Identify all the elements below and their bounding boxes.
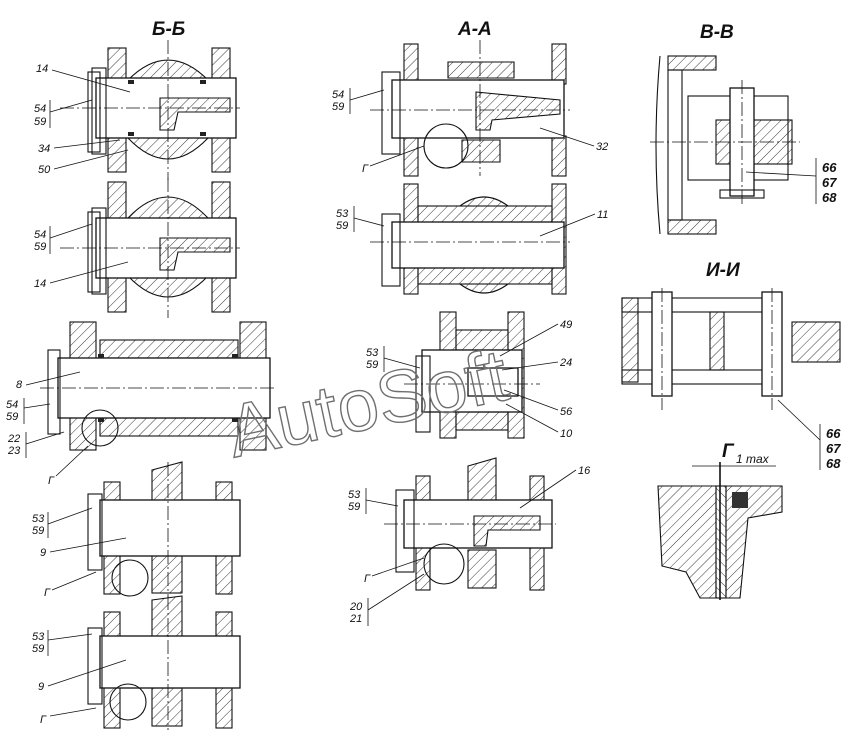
svg-text:9: 9 <box>40 547 46 559</box>
svg-text:54: 54 <box>332 89 344 101</box>
housing-top-right <box>211 181 231 221</box>
svg-text:59: 59 <box>34 116 46 128</box>
view-mid-3 <box>404 311 540 439</box>
svg-text:Г: Г <box>44 587 51 599</box>
svg-text:14: 14 <box>34 278 46 290</box>
svg-text:10: 10 <box>560 428 573 440</box>
svg-text:67: 67 <box>826 441 841 456</box>
view-mid-4 <box>384 457 556 591</box>
svg-text:Г: Г <box>362 163 369 175</box>
svg-text:8: 8 <box>16 379 23 391</box>
boss-bottom <box>126 137 210 160</box>
svg-text:24: 24 <box>559 357 572 369</box>
view-left-3 <box>40 321 276 451</box>
svg-text:32: 32 <box>596 141 608 153</box>
svg-text:66: 66 <box>826 426 841 441</box>
view-aa-1 <box>370 40 570 177</box>
svg-text:11: 11 <box>597 209 608 221</box>
svg-text:20: 20 <box>349 601 363 613</box>
svg-text:53: 53 <box>32 513 45 525</box>
callouts-bb-2: 54 59 14 <box>34 223 129 290</box>
svg-text:68: 68 <box>822 190 837 205</box>
view-left-5 <box>87 595 241 730</box>
svg-text:59: 59 <box>336 220 348 232</box>
svg-text:53: 53 <box>366 347 379 359</box>
svg-text:34: 34 <box>38 143 50 155</box>
view-left-4 <box>87 461 241 598</box>
callouts-mid-3: 53 59 49 24 56 10 <box>366 319 573 440</box>
callouts-left-3: 8 54 59 22 23 Г <box>6 371 89 487</box>
callouts-left-4: 53 59 9 Г <box>32 507 127 599</box>
view-aa-2 <box>370 183 570 295</box>
svg-text:68: 68 <box>826 456 841 471</box>
svg-text:67: 67 <box>822 175 837 190</box>
svg-text:Г: Г <box>364 573 371 585</box>
svg-text:59: 59 <box>332 101 344 113</box>
section-title-aa: А-А <box>457 19 492 40</box>
svg-text:Г: Г <box>40 714 47 726</box>
svg-text:16: 16 <box>578 465 591 477</box>
callouts-aa-1: 54 59 Г 32 <box>332 88 608 175</box>
svg-text:53: 53 <box>348 489 361 501</box>
section-title-bb: Б-Б <box>152 19 185 40</box>
view-ii <box>621 288 841 410</box>
lube-channel <box>159 97 231 131</box>
svg-text:23: 23 <box>7 445 21 457</box>
svg-text:14: 14 <box>36 63 48 75</box>
svg-text:59: 59 <box>366 359 378 371</box>
svg-text:54: 54 <box>34 103 46 115</box>
svg-text:59: 59 <box>34 241 46 253</box>
view-bb-2 <box>60 178 240 318</box>
callouts-bb-1: 14 54 59 34 50 <box>34 63 131 176</box>
callouts-vv: 66 67 68 <box>745 158 837 205</box>
svg-text:59: 59 <box>6 411 18 423</box>
housing-top-left <box>107 181 127 221</box>
section-title-ii: И-И <box>706 260 740 281</box>
svg-text:53: 53 <box>32 631 45 643</box>
callouts-left-5: 53 59 9 Г <box>32 630 127 726</box>
svg-text:66: 66 <box>822 160 837 175</box>
svg-text:53: 53 <box>336 208 349 220</box>
svg-text:Г: Г <box>48 475 55 487</box>
svg-text:59: 59 <box>32 525 44 537</box>
view-detail-g <box>657 462 783 600</box>
svg-text:54: 54 <box>34 229 46 241</box>
svg-text:50: 50 <box>38 164 51 176</box>
svg-text:59: 59 <box>348 501 360 513</box>
section-title-vv: В-В <box>700 22 734 43</box>
svg-text:22: 22 <box>7 433 20 445</box>
section-title-g: Г <box>722 441 735 462</box>
callouts-ii: 66 67 68 <box>777 399 841 471</box>
svg-text:54: 54 <box>6 399 18 411</box>
svg-text:56: 56 <box>560 406 573 418</box>
svg-text:59: 59 <box>32 643 44 655</box>
svg-text:49: 49 <box>560 319 572 331</box>
callouts-aa-2: 53 59 11 <box>336 206 608 237</box>
callouts-mid-4: 53 59 16 Г 20 21 <box>348 465 591 626</box>
detail-note: 1 max <box>736 452 770 466</box>
svg-text:21: 21 <box>349 613 362 625</box>
view-bb-1 <box>60 40 240 180</box>
view-vv <box>650 55 800 235</box>
svg-text:9: 9 <box>38 681 44 693</box>
